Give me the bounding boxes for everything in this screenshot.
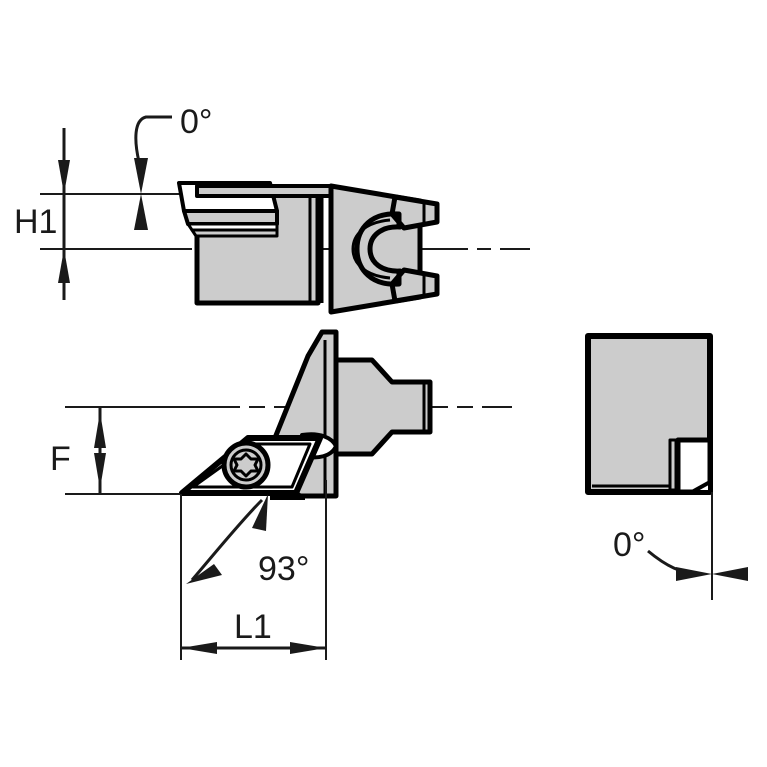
f-arrow-lower xyxy=(94,453,106,489)
side-view-group xyxy=(66,329,512,500)
top-view-lock-ring-outer xyxy=(354,211,402,287)
l1-arrow-right xyxy=(290,642,326,654)
top-view-fork-prong-lower xyxy=(389,267,440,304)
angle-lead-arrow-start xyxy=(186,564,222,584)
l1-label: L1 xyxy=(234,608,272,646)
angle-top-arrow-lower xyxy=(134,194,148,230)
l1-arrow-left xyxy=(181,642,217,654)
top-view-insert-underside xyxy=(190,228,279,238)
angle-top-leader xyxy=(134,115,172,163)
front-view-pocket-chamfer xyxy=(690,480,712,494)
dimension-angle-front: 0° xyxy=(613,492,748,600)
f-label: F xyxy=(50,440,71,478)
angle-lead-arrow-end xyxy=(252,494,268,531)
top-view-group xyxy=(40,181,530,315)
angle-front-arrow-left xyxy=(676,567,712,581)
angle-lead-label: 93° xyxy=(258,550,309,588)
dimension-angle-lead: 93° xyxy=(186,494,309,588)
h1-label: H1 xyxy=(14,203,57,241)
f-arrow-upper xyxy=(94,412,106,448)
angle-front-label: 0° xyxy=(613,526,646,564)
top-view-lock-ring-shadow xyxy=(351,218,391,280)
angle-front-arrow-right xyxy=(712,567,748,581)
dimension-angle-top: 0° xyxy=(134,103,213,230)
front-view-group xyxy=(585,333,713,495)
angle-top-label: 0° xyxy=(180,103,213,141)
top-view-flange-top xyxy=(195,184,333,198)
angle-top-arrow-upper xyxy=(134,158,148,194)
top-view-fork-prong-upper xyxy=(389,194,440,231)
angle-lead-arc xyxy=(190,498,264,581)
front-view-pocket-wall xyxy=(668,438,678,492)
dimension-l1: L1 xyxy=(180,480,327,660)
h1-arrow-lower xyxy=(58,249,70,283)
side-view-torx-socket-icon xyxy=(232,452,260,478)
dimension-h1: H1 xyxy=(14,128,165,300)
dimension-f: F xyxy=(50,406,180,495)
h1-arrow-upper xyxy=(58,160,70,194)
top-view-lock-ring-inner xyxy=(367,224,403,274)
side-view-shank-taper xyxy=(333,357,433,457)
top-view-insert-seat xyxy=(182,209,279,226)
